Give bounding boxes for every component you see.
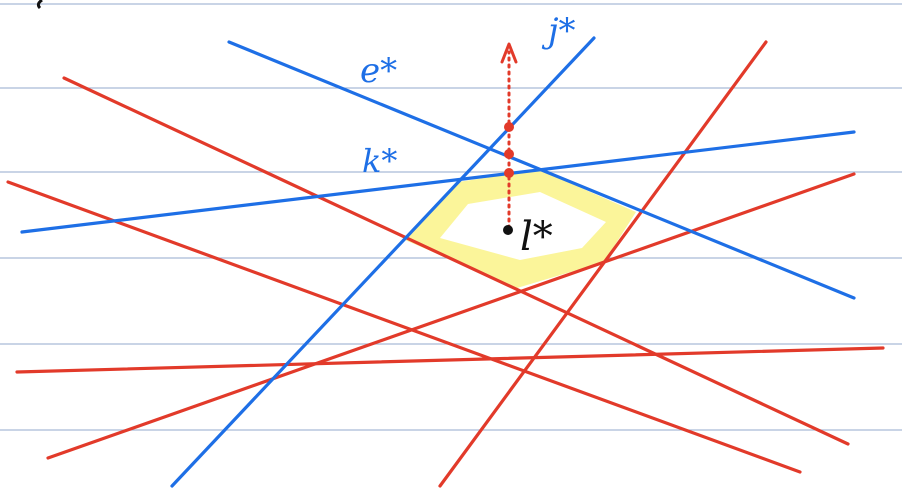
- highlighted-cell: [405, 170, 636, 288]
- label-j-star: j*: [541, 11, 576, 51]
- label-e-star: e*: [360, 51, 397, 91]
- label-l-star: l*: [520, 214, 553, 260]
- red-line: [62, 76, 850, 446]
- point-l-star: [503, 225, 513, 235]
- blue-lines: [20, 36, 856, 488]
- blue-line-j-star: [170, 36, 596, 488]
- cell-interior: [440, 192, 606, 260]
- intersection-dot: [504, 122, 514, 132]
- red-line: [15, 346, 885, 374]
- blue-line-k-star: [20, 130, 856, 234]
- corner-ink-stroke: [36, 0, 43, 10]
- red-line: [438, 40, 768, 488]
- intersection-dot: [504, 149, 514, 159]
- label-k-star: k*: [362, 142, 397, 180]
- red-line: [46, 172, 856, 460]
- intersection-dot: [504, 168, 514, 178]
- upward-ray: [500, 42, 518, 230]
- red-lines: [6, 40, 885, 488]
- arrow-head-icon: [500, 42, 518, 64]
- red-line: [6, 180, 802, 474]
